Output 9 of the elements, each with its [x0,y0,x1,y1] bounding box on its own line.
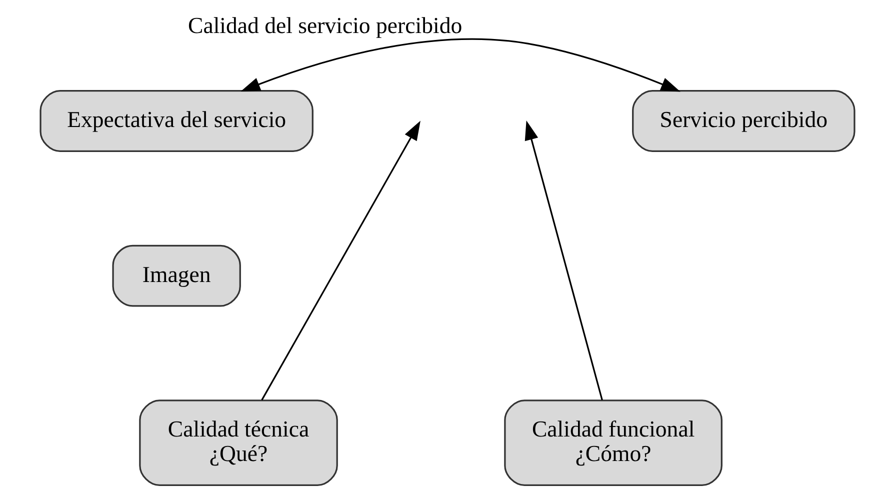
node-box: Expectativa del servicio [40,90,314,152]
node-box: Calidad técnica ¿Qué? [139,400,338,486]
arrow [240,38,680,92]
node-box: Calidad funcional ¿Cómo? [504,400,722,486]
edge-label: Calidad del servicio percibido [188,13,462,38]
arrow [524,120,603,400]
node-box: Imagen [112,244,241,307]
arrow [261,120,420,400]
node-box: Servicio percibido [632,90,856,152]
